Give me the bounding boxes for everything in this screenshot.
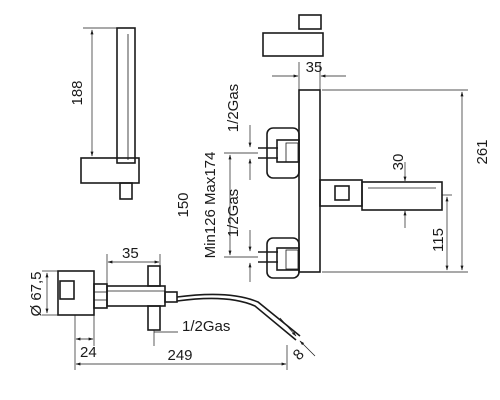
plan-view: 35 Ø 67,5 1/2Gas 24 249 8	[28, 245, 316, 370]
plan-body	[106, 285, 166, 307]
shower-hose	[176, 293, 301, 337]
dim-handshower-length: 188	[69, 80, 86, 105]
dim-hose-connection: 1/2Gas	[182, 318, 230, 335]
handshower-holder	[80, 157, 140, 184]
dim-inlet-lower: 1/2Gas	[225, 189, 242, 237]
spout	[361, 181, 443, 211]
dim-total-length: 249	[167, 347, 192, 364]
dim-center-range: Min126 Max174	[202, 152, 219, 259]
dim-wall-offset: 24	[80, 344, 97, 361]
wall-plate	[57, 270, 95, 316]
handshower-handle	[116, 27, 136, 164]
dim-plan-depth: 35	[122, 245, 139, 262]
dim-total-height: 261	[474, 139, 491, 164]
handshower-drawing: 188	[69, 27, 140, 200]
dim-inlet-upper: 1/2Gas	[225, 84, 242, 132]
dim-center-nominal: 150	[175, 192, 192, 217]
dim-spout-axis-height: 115	[430, 228, 447, 252]
dim-body-projection: 35	[306, 59, 323, 76]
top-fitting	[262, 32, 324, 57]
dim-spout-height: 30	[390, 154, 407, 171]
mixer-body	[298, 89, 321, 273]
handshower-pin	[119, 182, 133, 200]
dim-hose-diameter: 8	[290, 346, 308, 364]
dim-body-diameter: Ø 67,5	[28, 271, 45, 316]
diverter-block	[319, 179, 363, 207]
front-view: 35 261 30 115 Min126 Max174 150 1/2Gas 1…	[175, 14, 491, 282]
